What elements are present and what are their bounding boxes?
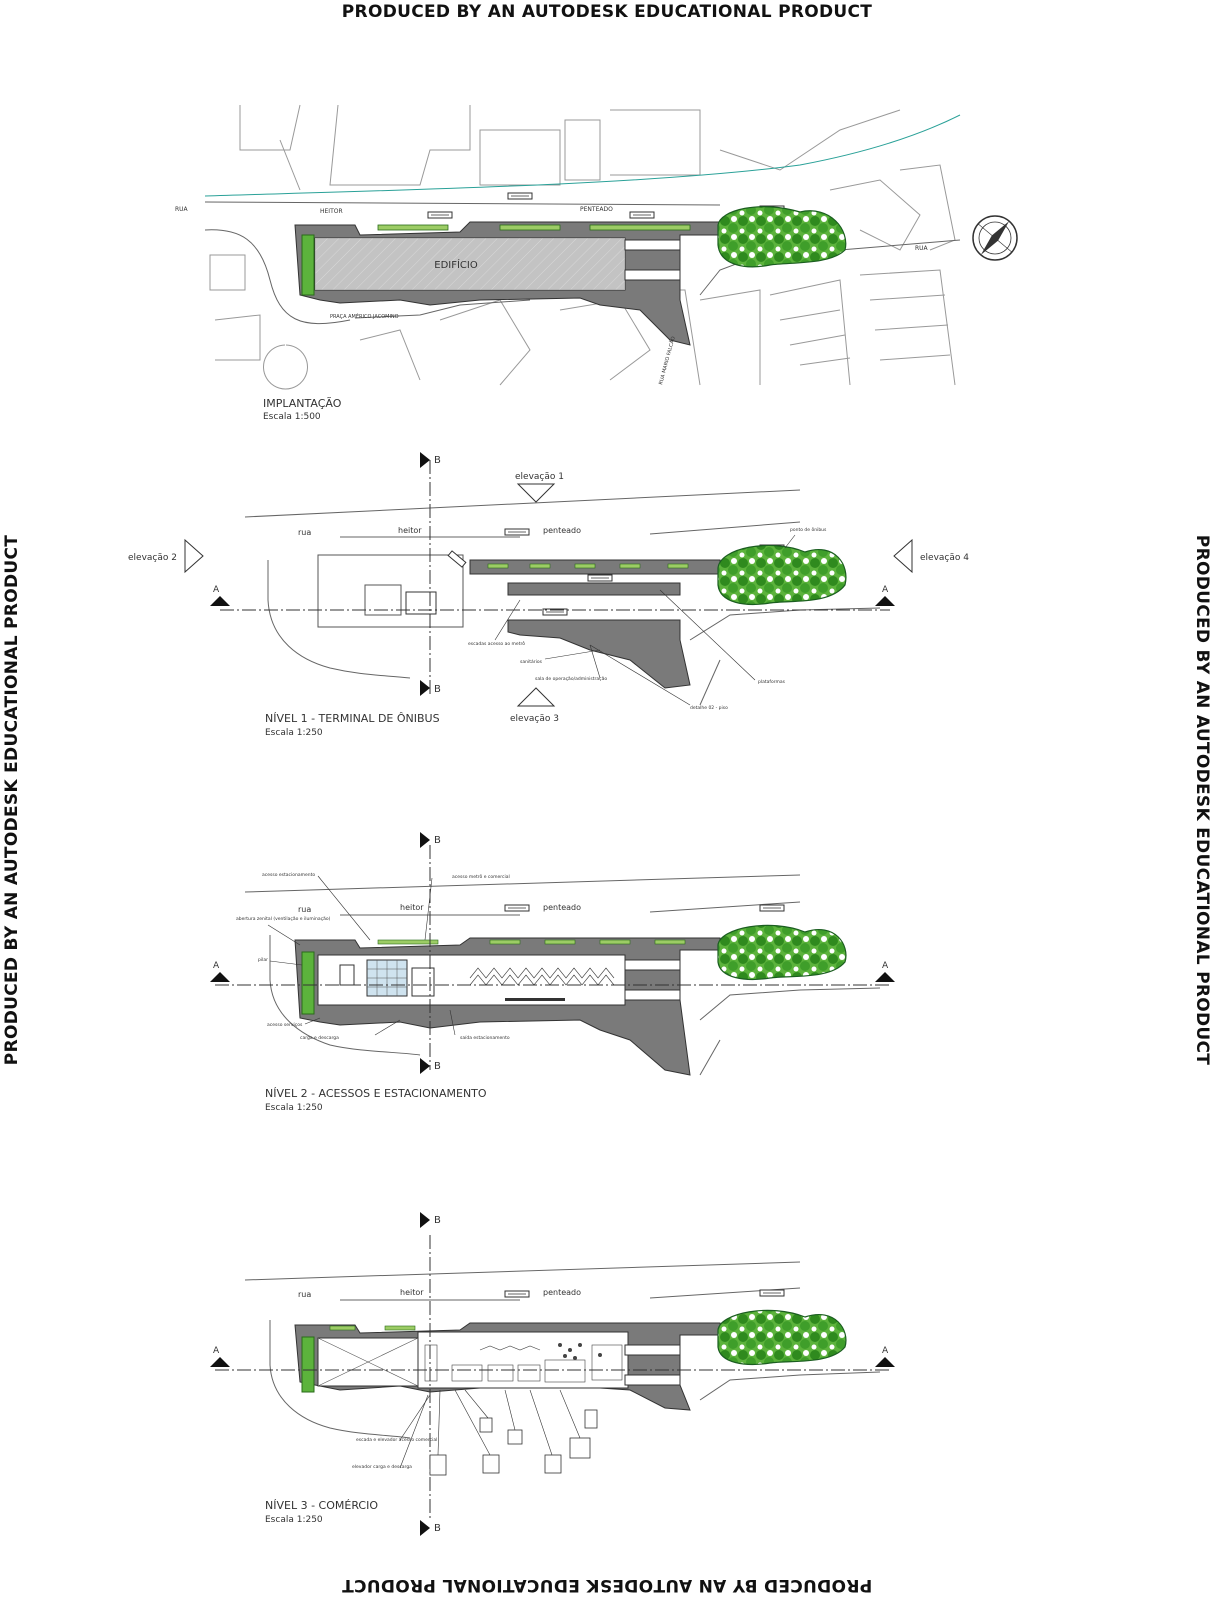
drawing-label: rua: [298, 1290, 311, 1299]
drawing-label: acesso serviços: [267, 1022, 303, 1028]
drawing-label: A: [882, 585, 889, 595]
drawing-label: heitor: [400, 1288, 424, 1297]
drawing-label: A: [213, 585, 220, 595]
drawing-label: ponto de ônibus: [790, 526, 827, 533]
drawing-label: plataformas: [758, 679, 786, 685]
level3-shops: [417, 1331, 629, 1389]
drawing-label: rua: [298, 905, 311, 914]
drawing-label: penteado: [543, 526, 581, 535]
level1-title: NÍVEL 1 - TERMINAL DE ÔNIBUS: [265, 712, 440, 725]
street-label-heitor: HEITOR: [320, 208, 343, 215]
drawing-label: acesso estacionamento: [262, 872, 315, 878]
drawing-label: sala de operação/administração: [535, 676, 607, 682]
context-blocks: [209, 104, 956, 390]
level2-slab: [317, 954, 626, 1006]
building-label: EDIFÍCIO: [434, 258, 478, 271]
drawing-label: B: [434, 1215, 441, 1226]
level2-scale: Escala 1:250: [265, 1103, 323, 1113]
drawing-label: acesso metrô e comercial: [452, 873, 510, 880]
street-label-rua: RUA: [175, 206, 189, 213]
elevation-1-label: elevação 1: [515, 472, 564, 482]
drawing-label: A: [213, 961, 220, 971]
elevation-4-label: elevação 4: [920, 553, 969, 563]
level1-plan: A A B B elevação 1 elevação 2 elevação 3…: [128, 452, 969, 738]
level1-park: [717, 544, 847, 606]
level2-plan: A A B B rua heitor penteado acesso estac…: [210, 832, 895, 1113]
level3-title: NÍVEL 3 - COMÉRCIO: [265, 1499, 378, 1512]
drawing-label: B: [434, 1061, 441, 1072]
drawing-label: escadas acesso ao metrô: [468, 640, 525, 647]
level1-building-outline: [317, 554, 464, 628]
drawing-label: B: [434, 455, 441, 466]
square-label: PRAÇA AMÉRICO JACOMINO: [330, 312, 399, 320]
elevation-2-label: elevação 2: [128, 553, 177, 563]
drawing-label: detalhe 02 - piso: [690, 705, 728, 711]
drawing-label: abertura zenital (ventilação e iluminaçã…: [236, 916, 331, 922]
drawing-label: sanitários: [520, 658, 543, 665]
drawing-label: rua: [298, 528, 311, 537]
side-street-label: RUA MARIO FALCÃO: [657, 336, 677, 386]
drawing-label: B: [434, 684, 441, 695]
level3-scale: Escala 1:250: [265, 1515, 323, 1525]
watermark-top: PRODUCED BY AN AUTODESK EDUCATIONAL PROD…: [341, 2, 873, 22]
drawing-label: A: [882, 1346, 889, 1356]
drawing-label: heitor: [398, 526, 422, 535]
drawing-label: pilar: [258, 957, 268, 963]
drawing-label: penteado: [543, 903, 581, 912]
street-label-rua-right: RUA: [915, 245, 929, 252]
elevation-3-label: elevação 3: [510, 714, 559, 724]
level1-scale: Escala 1:250: [265, 728, 323, 738]
drawing-label: penteado: [543, 1288, 581, 1297]
drawing-label: escada e elevador acesso comercial: [356, 1437, 437, 1443]
drawing-label: A: [213, 1346, 220, 1356]
site-plan: EDIFÍCIO RUA HEITOR PENTEADO RUA PRAÇA A…: [175, 104, 1018, 422]
tram-line: [204, 114, 961, 197]
planter: [301, 234, 315, 296]
level2-title: NÍVEL 2 - ACESSOS E ESTACIONAMENTO: [265, 1087, 487, 1100]
site-plan-scale: Escala 1:500: [263, 412, 321, 422]
drawing-label: A: [882, 961, 889, 971]
drawing-label: heitor: [400, 903, 424, 912]
park: [717, 206, 847, 268]
drawing-label: saída estacionamento: [460, 1034, 510, 1041]
street-label-penteado: PENTEADO: [580, 206, 613, 213]
drawing-label: B: [434, 1523, 441, 1534]
north-arrow-icon: [972, 215, 1018, 261]
drawing-label: elevador carga e descarga: [352, 1464, 412, 1470]
drawing-label: B: [434, 835, 441, 846]
drawing-label: carga e descarga: [300, 1035, 339, 1041]
site-plan-title: IMPLANTAÇÃO: [263, 397, 342, 410]
level3-plan: A A B B rua heitor penteado escada e ele…: [210, 1212, 895, 1536]
